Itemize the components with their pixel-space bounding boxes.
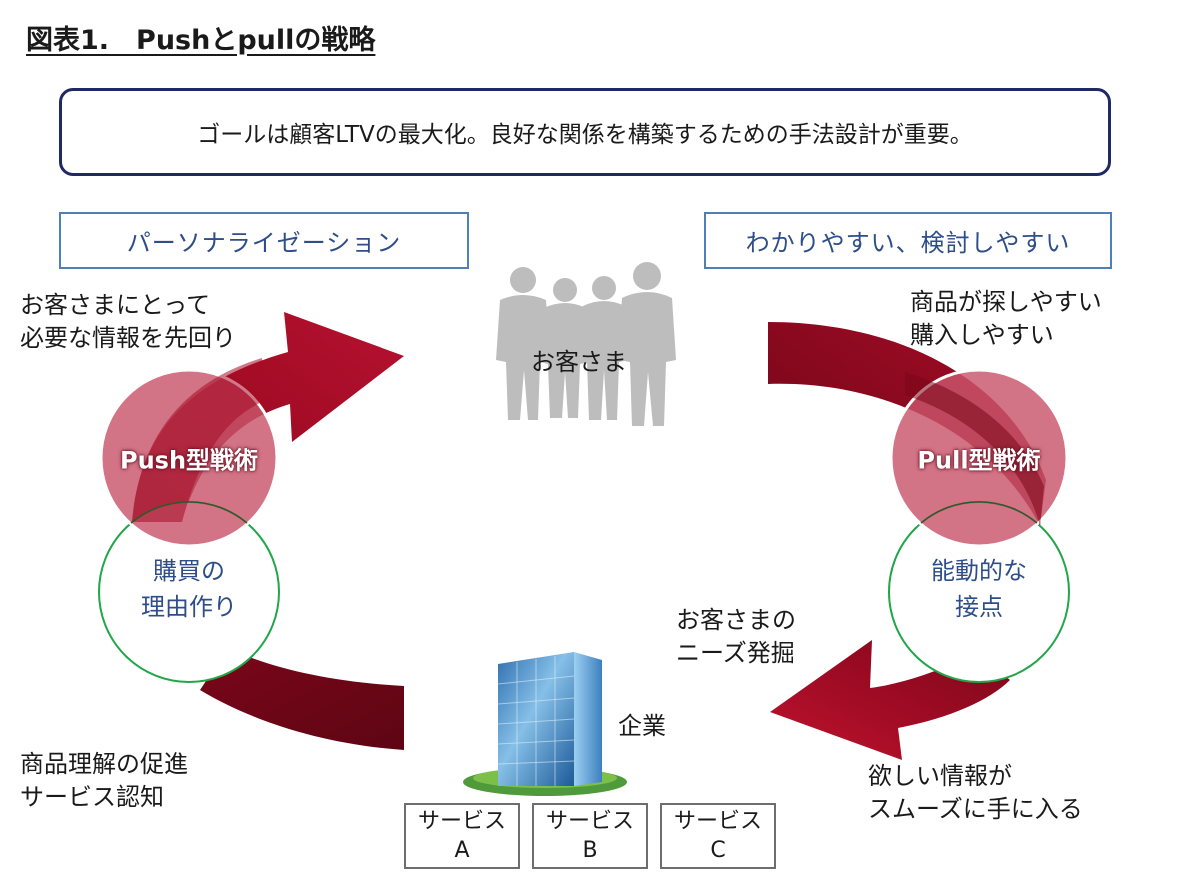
push-bottom-note: 商品理解の促進 サービス認知 bbox=[20, 748, 188, 814]
active-touchpoint-line2: 接点 bbox=[955, 593, 1003, 621]
company-label: 企業 bbox=[618, 712, 666, 740]
service-b-line2: B bbox=[582, 838, 598, 863]
active-touchpoint-label: 能動的な 接点 bbox=[931, 553, 1027, 625]
service-b-line1: サービス bbox=[545, 809, 634, 834]
goal-box: ゴールは顧客LTVの最大化。良好な関係を構築するための手法設計が重要。 bbox=[59, 88, 1111, 176]
easy-to-consider-tag: わかりやすい、検討しやすい bbox=[704, 212, 1112, 269]
push-top-note-line1: お客さまにとって bbox=[20, 291, 211, 319]
pull-arrow-overlap bbox=[905, 372, 1044, 526]
goal-text: ゴールは顧客LTVの最大化。良好な関係を構築するための手法設計が重要。 bbox=[197, 122, 973, 148]
purchase-reason-label: 購買の 理由作り bbox=[141, 553, 237, 625]
pull-bottom-note-line2: スムーズに手に入る bbox=[868, 795, 1083, 823]
personalization-tag-text: パーソナライゼーション bbox=[126, 229, 402, 257]
push-arrow-overlap bbox=[132, 358, 262, 522]
needs-discovery-note: お客さまの ニーズ発掘 bbox=[676, 604, 796, 670]
easy-to-consider-tag-text: わかりやすい、検討しやすい bbox=[745, 229, 1071, 257]
push-top-note: お客さまにとって 必要な情報を先回り bbox=[20, 289, 236, 355]
push-strategy-label: Push型戦術 bbox=[119, 446, 259, 475]
needs-discovery-line2: ニーズ発掘 bbox=[676, 639, 795, 667]
pull-top-note: 商品が探しやすい 購入しやすい bbox=[910, 286, 1102, 352]
service-c-box: サービス C bbox=[660, 803, 776, 869]
service-b-box: サービス B bbox=[532, 803, 648, 869]
push-inner-arc bbox=[130, 501, 248, 524]
company-building-icon bbox=[463, 652, 627, 796]
push-lower-arrow bbox=[200, 648, 404, 750]
customers-silhouette-icon bbox=[496, 262, 676, 426]
push-bottom-note-line2: サービス認知 bbox=[20, 783, 164, 811]
service-a-line2: A bbox=[454, 838, 470, 863]
pull-circle bbox=[889, 368, 1069, 548]
pull-inner-arc bbox=[920, 501, 1038, 524]
service-a-line1: サービス bbox=[417, 809, 506, 834]
personalization-tag: パーソナライゼーション bbox=[59, 212, 469, 269]
push-bottom-note-line1: 商品理解の促進 bbox=[20, 750, 188, 778]
pull-top-note-line1: 商品が探しやすい bbox=[910, 288, 1102, 316]
pull-strategy-label: Pull型戦術 bbox=[917, 446, 1041, 475]
purchase-reason-line2: 理由作り bbox=[141, 593, 237, 621]
pull-top-note-line2: 購入しやすい bbox=[910, 321, 1054, 349]
purchase-reason-line1: 購買の bbox=[153, 557, 225, 585]
figure-title: 図表1. Pushとpullの戦略 bbox=[26, 25, 376, 56]
push-top-note-line2: 必要な情報を先回り bbox=[20, 324, 236, 352]
active-touchpoint-line1: 能動的な bbox=[931, 557, 1027, 585]
service-c-line2: C bbox=[710, 838, 726, 863]
service-a-box: サービス A bbox=[404, 803, 520, 869]
service-c-line1: サービス bbox=[673, 809, 762, 834]
pull-upper-arrow bbox=[768, 322, 1046, 526]
needs-discovery-line1: お客さまの bbox=[676, 606, 796, 634]
pull-bottom-note: 欲しい情報が スムーズに手に入る bbox=[868, 760, 1083, 826]
customer-label: お客さま bbox=[531, 348, 627, 376]
pull-bottom-note-line1: 欲しい情報が bbox=[868, 762, 1012, 790]
